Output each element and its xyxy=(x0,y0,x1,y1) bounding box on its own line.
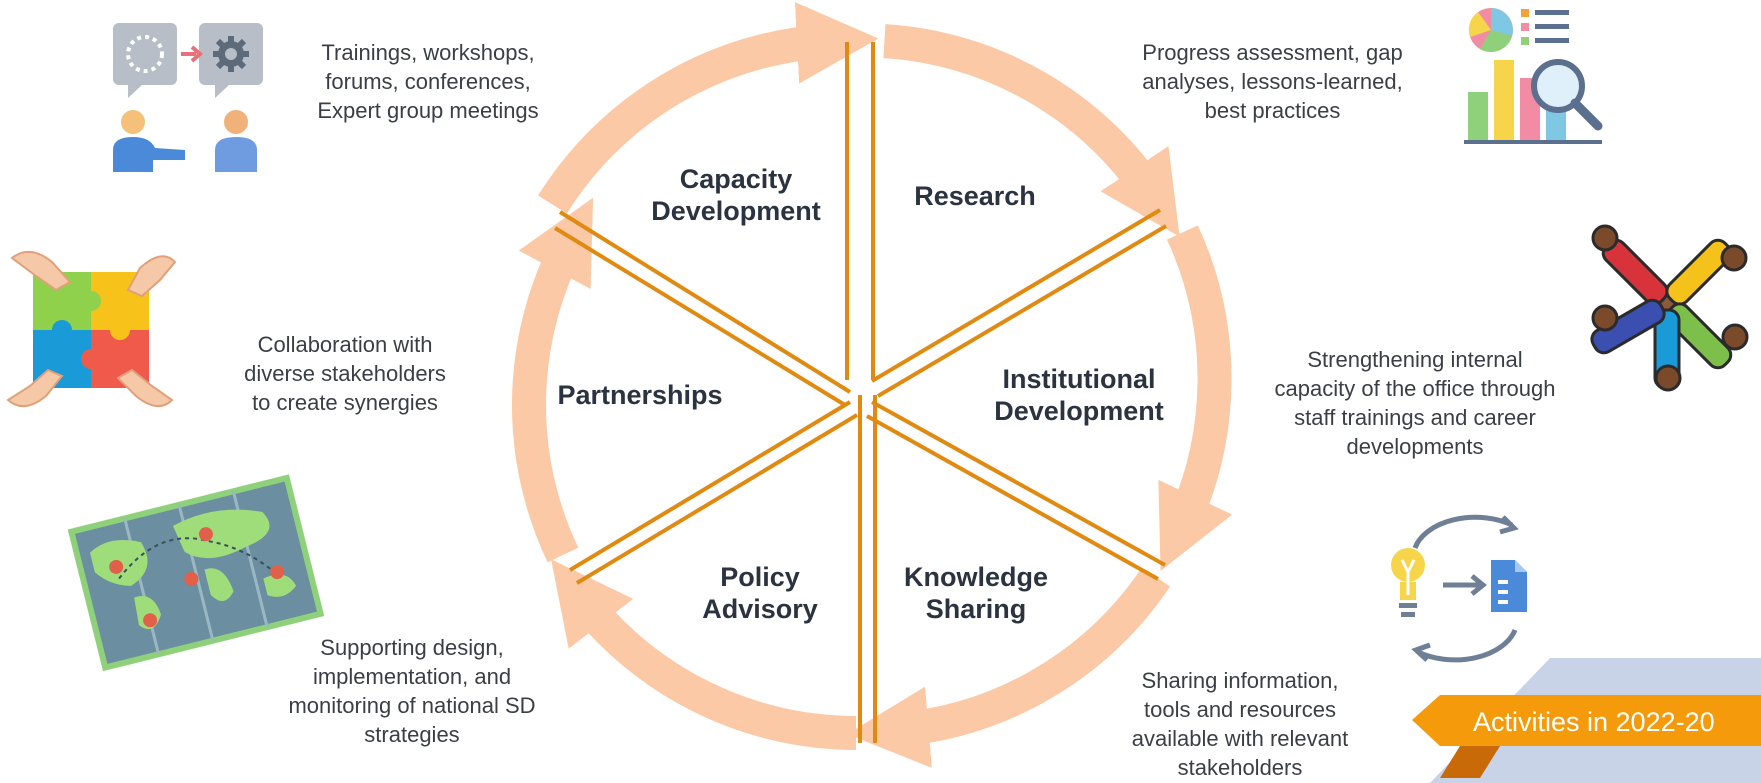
segment-label-partnerships: Partnerships xyxy=(557,380,722,410)
trainer-presentation-icon xyxy=(113,23,263,172)
arrow-arc-policy xyxy=(551,559,857,750)
desc-partnerships: Collaboration with diverse stakeholders … xyxy=(244,332,446,415)
arrow-arc-research xyxy=(883,24,1180,237)
desc-knowledge: Sharing information, tools and resources… xyxy=(1131,668,1349,780)
cycle-arrows xyxy=(511,2,1233,768)
arrow-arc-partnerships xyxy=(511,197,594,563)
desc-policy: Supporting design, implementation, and m… xyxy=(288,635,536,747)
team-collaboration-icon xyxy=(1590,224,1749,392)
idea-to-document-icon xyxy=(1391,514,1527,663)
activities-banner: Activities in 2022-20 xyxy=(1412,658,1761,783)
arrow-arc-institutional xyxy=(1158,225,1233,572)
world-map-icon xyxy=(67,474,325,672)
data-analysis-icon xyxy=(1464,8,1603,144)
desc-research: Progress assessment, gap analyses, lesso… xyxy=(1142,40,1403,123)
arrow-arc-capacity xyxy=(538,2,879,214)
arrow-arc-knowledge xyxy=(847,567,1171,768)
banner-title: Activities in 2022-20 xyxy=(1473,707,1715,737)
desc-capacity: Trainings, workshops, forums, conference… xyxy=(317,40,539,123)
desc-institutional: Strengthening internal capacity of the o… xyxy=(1274,347,1556,459)
segment-dividers xyxy=(553,42,1168,743)
puzzle-hands-icon xyxy=(6,251,177,407)
segment-label-research: Research xyxy=(914,181,1036,211)
